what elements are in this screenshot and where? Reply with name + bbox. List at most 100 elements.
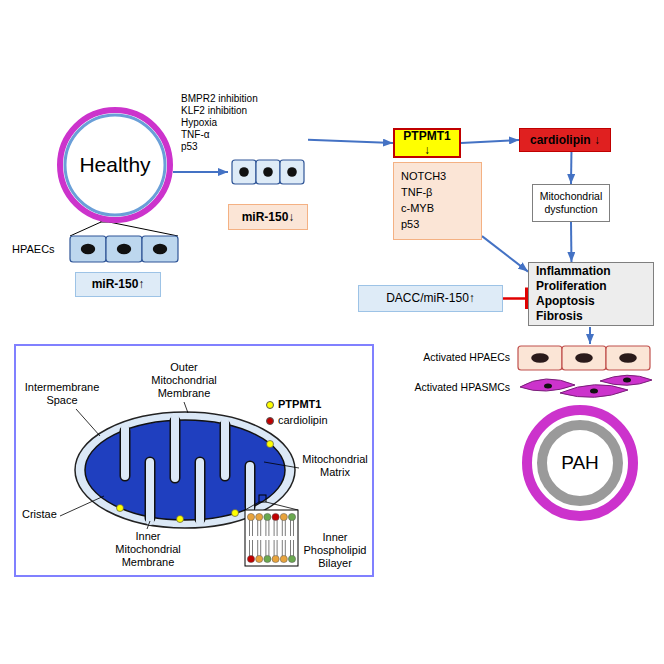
node-text: c-MYB	[401, 201, 434, 217]
hpasmc-spindles	[520, 375, 652, 397]
stimulus-label: KLF2 inhibition	[181, 105, 301, 117]
legend-text: PTPMT1	[278, 398, 321, 411]
cell-nucleus	[153, 244, 167, 254]
node-text: Fibrosis	[536, 309, 583, 324]
lipid-tail	[285, 520, 286, 536]
lipid-head	[247, 555, 254, 562]
part-label: Inner Mitochondrial Membrane	[106, 530, 190, 569]
illustration-shape	[623, 378, 631, 383]
illustration-shape	[247, 513, 295, 562]
lipid-tail	[274, 520, 275, 536]
treatment-box: DACC/miR-150↑	[358, 285, 503, 312]
inhibition-connector	[503, 297, 528, 300]
flow-arrow	[590, 327, 591, 344]
process-box: Mitochondrial dysfunction	[532, 184, 610, 222]
outcome-box: InflammationProliferationApoptosisFibros…	[528, 262, 654, 326]
arrow-connector	[173, 171, 228, 173]
lipid-head	[280, 555, 287, 562]
lipid-head	[288, 513, 295, 520]
lipid-head	[247, 513, 254, 520]
illustration-shape	[520, 379, 575, 391]
legend-text: cardiolipin	[278, 414, 328, 427]
lipid-head	[288, 555, 295, 562]
node-text: Mitochondrial dysfunction	[537, 190, 605, 215]
illustration-shape	[266, 502, 298, 510]
illustration-shape	[245, 502, 259, 510]
lipid-tail	[252, 520, 253, 536]
lipid-tail	[293, 520, 294, 536]
outer-ring	[527, 410, 633, 516]
illustration-shape	[125, 418, 250, 522]
lipid-tail	[260, 540, 261, 556]
node-text: cardiolipin ↓	[530, 133, 600, 147]
node-text: NOTCH3	[401, 169, 446, 185]
part-label: Intermembrane Space	[20, 381, 104, 407]
arrow-connector	[482, 236, 528, 272]
node-text: PAH	[561, 452, 599, 475]
illustration-shape	[590, 389, 598, 394]
illustration-shape	[70, 222, 101, 236]
gene-list-box: NOTCH3TNF-βc-MYBp53	[393, 162, 482, 240]
part-label: Cristae	[22, 508, 72, 521]
cell	[70, 236, 106, 262]
node-text: Proliferation	[536, 279, 607, 294]
lipid-head	[256, 555, 263, 562]
protein-box: PTPMT1 ↓	[393, 128, 461, 158]
legend-swatch	[266, 401, 274, 409]
lipid-head	[280, 513, 287, 520]
cell	[606, 346, 650, 370]
illustration-shape	[264, 462, 299, 468]
lipid-tail	[293, 540, 294, 556]
inner-ring	[542, 425, 618, 501]
illustration-shape	[267, 441, 274, 448]
node-text: Apoptosis	[536, 294, 595, 309]
illustration-shape	[147, 521, 150, 529]
lipid-tail	[290, 540, 291, 556]
mitochondrion	[75, 412, 298, 566]
cell	[142, 236, 178, 262]
illustration-shape	[15, 345, 373, 576]
illustration-shape	[184, 402, 188, 413]
lipid-tail	[249, 540, 250, 556]
lipid-box: cardiolipin ↓	[519, 128, 611, 152]
cell	[518, 346, 562, 370]
lipid-tail	[249, 520, 250, 536]
node-text: miR-150↑	[92, 277, 145, 291]
illustration-shape	[245, 510, 298, 566]
arrow-connector	[570, 222, 572, 262]
lipid-tail	[274, 540, 275, 556]
node-text: TNF-β	[401, 185, 432, 201]
cell-nucleus	[531, 353, 549, 363]
state-circle: PAH	[522, 405, 638, 521]
node-text: DACC/miR-150↑	[386, 291, 475, 305]
part-label: Outer Mitochondrial Membrane	[143, 361, 225, 400]
lipid-tail	[260, 520, 261, 536]
cell	[256, 160, 280, 184]
mirna-box: miR-150↓	[228, 135, 308, 230]
illustration-shape	[232, 510, 239, 517]
part-label: Inner Phospholipid Bilayer	[300, 531, 370, 570]
illustration-shape	[109, 222, 178, 236]
arrow-connector	[461, 140, 519, 143]
cell-nucleus	[575, 353, 593, 363]
illustration-shape	[600, 375, 652, 385]
state-circle: Healthy	[57, 107, 173, 223]
illustration-shape	[60, 496, 104, 516]
lipid-tail	[257, 540, 258, 556]
lipid-tail	[268, 520, 269, 536]
cell-nucleus	[117, 244, 131, 254]
node-text: Inflammation	[536, 264, 611, 279]
lipid-tail	[265, 520, 266, 536]
part-label: HPAECs	[12, 243, 68, 256]
leader-lines	[60, 402, 299, 529]
stimulus-label: TNF-α	[181, 129, 301, 141]
illustration-shape	[85, 420, 285, 520]
cell-nucleus	[81, 244, 95, 254]
part-label: Activated HPASMCs	[398, 381, 510, 393]
outer-ring	[60, 110, 170, 220]
cell	[232, 160, 256, 184]
illustration-shape	[117, 505, 124, 512]
lipid-tail	[282, 540, 283, 556]
cell-nucleus	[263, 167, 273, 177]
cell	[106, 236, 142, 262]
